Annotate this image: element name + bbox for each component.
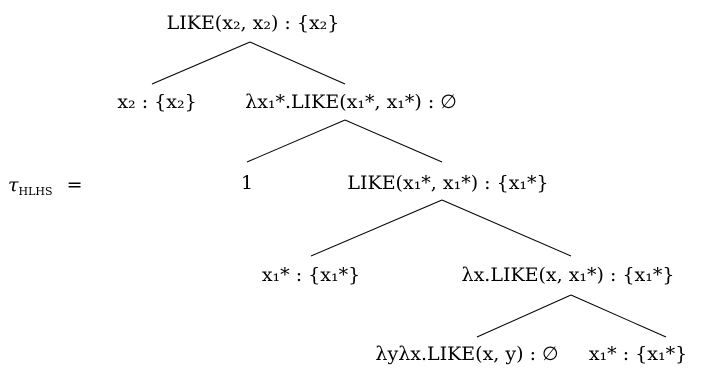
edge-like-x1 [310,199,443,257]
node-lambda-yx: λyλx.LIKE(x, y) : ∅ [375,343,559,365]
node-x1-right: x₁* : {x₁*} [588,343,688,365]
edge-lambdax-x1 [570,294,667,338]
edge-root-x2 [151,41,251,85]
tau-symbol: τ [8,174,19,196]
edge-lambdax-lambdayx [476,294,572,338]
tau-label: τHLHS = [8,174,83,203]
edge-lambda-like [344,119,443,163]
edge-like-lambdax [441,199,572,257]
node-root: LIKE(x₂, x₂) : {x₂} [166,12,340,34]
node-lambda-x: λx.LIKE(x, x₁*) : {x₁*} [461,264,675,286]
node-one: 1 [240,172,254,194]
equals-sign: = [66,174,83,196]
edge-lambda-one [246,119,346,163]
node-lambda-x1: λx₁*.LIKE(x₁*, x₁*) : ∅ [245,91,457,113]
edge-root-lambda [249,41,346,85]
tau-subscript: HLHS [18,185,53,198]
node-x1-left: x₁* : {x₁*} [261,264,361,286]
node-x2: x₂ : {x₂} [117,91,197,113]
node-like-x1: LIKE(x₁*, x₁*) : {x₁*} [347,172,549,194]
